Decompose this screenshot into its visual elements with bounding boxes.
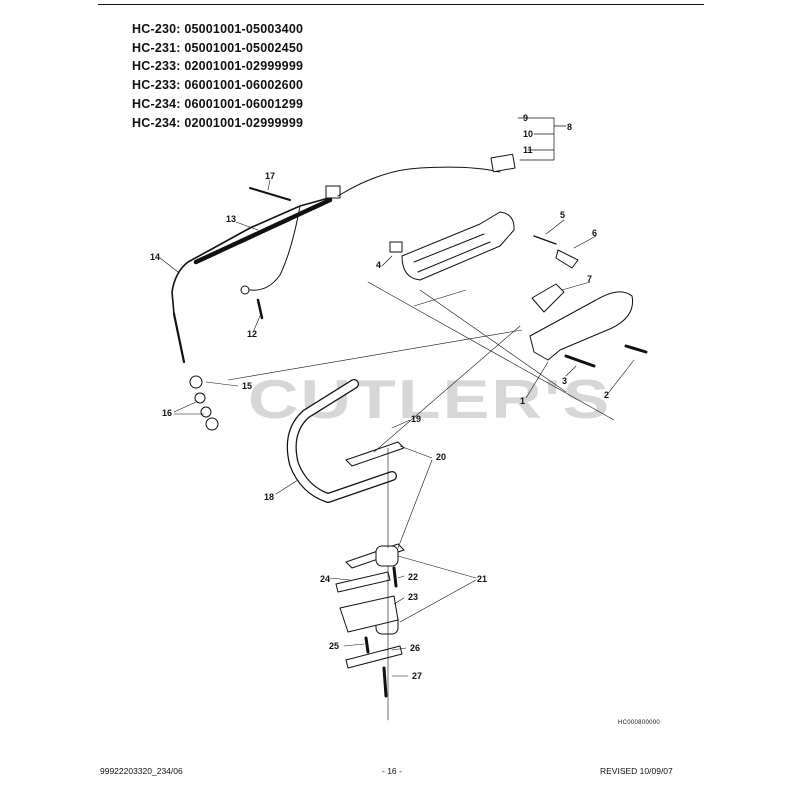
callout-24: 24 [320,574,330,584]
footer-page-number: - 16 - [382,766,402,776]
callout-3: 3 [562,376,567,386]
cable-adjuster [325,185,341,199]
throttle-cable [171,195,337,315]
diagram-code: HC000800000 [618,720,660,726]
footer-revision-date: REVISED 10/09/07 [600,766,673,776]
top-rule [98,4,704,5]
callout-27: 27 [412,671,422,681]
clamp-upper [345,441,405,467]
callout-16: 16 [162,408,172,418]
plate-26 [345,645,403,669]
callout-9: 9 [523,113,528,123]
callout-23: 23 [408,592,418,602]
washer-16 [194,392,206,404]
lockout-6 [555,249,579,269]
callout-18: 18 [264,492,274,502]
wire-terminal [240,285,250,295]
assembly-line [227,281,615,453]
callout-10: 10 [523,129,533,139]
callout-13: 13 [226,214,236,224]
callout-6: 6 [592,228,597,238]
callout-labels: 9 10 11 8 17 13 14 12 4 5 6 7 1 2 3 15 1… [150,113,609,681]
bolt-27 [382,666,388,698]
footer-part-number: 99922203320_234/06 [100,766,183,776]
handle-housing [401,211,515,281]
model-row: HC-230: 05001001-05003400 [132,22,304,36]
watermark: CUTLER'S [248,368,612,430]
screw-2 [624,344,648,354]
callout-1: 1 [520,396,525,406]
pin-22 [392,566,398,588]
callout-4: 4 [376,260,381,270]
callout-20: 20 [436,452,446,462]
callout-25: 25 [329,641,339,651]
callout-2: 2 [604,390,609,400]
model-row: HC-233: 06001001-06002600 [132,78,304,93]
cable-spring [193,197,333,265]
callout-17: 17 [265,171,275,181]
handle-cover-plate [490,153,516,173]
rubber-mount-upper [375,545,399,567]
callout-15: 15 [242,381,252,391]
nut-4 [389,241,403,253]
washer-16b [200,406,212,418]
bracket-23 [339,595,399,633]
handle-grip [529,291,634,361]
callout-22: 22 [408,572,418,582]
model-row: HC-234: 02001001-02999999 [132,115,304,130]
callout-8: 8 [567,122,572,132]
callout-21: 21 [477,574,487,584]
plate-24 [335,571,391,593]
model-row: HC-233: 02001001-02999999 [132,59,304,74]
callout-19: 19 [411,414,421,424]
spring-5 [533,235,557,245]
screw-3 [564,354,596,368]
cable-tie [249,187,291,201]
nut-15b [205,417,219,431]
callout-5: 5 [560,210,565,220]
callout-26: 26 [410,643,420,653]
model-row: HC-234: 06001001-06001299 [132,96,304,111]
model-serial-list: HC-230: 05001001-05003400 HC-231: 050010… [132,20,303,132]
nut-15 [189,375,203,389]
callout-7: 7 [587,274,592,284]
screw-25 [364,636,370,654]
model-row: HC-231: 05001001-05002450 [132,40,304,55]
callout-11: 11 [523,145,533,155]
callout-12: 12 [247,329,257,339]
cable-end [172,312,186,364]
stop-wire [249,166,501,291]
callout-14: 14 [150,252,160,262]
trigger-7 [531,283,565,313]
screw-12 [256,298,264,320]
